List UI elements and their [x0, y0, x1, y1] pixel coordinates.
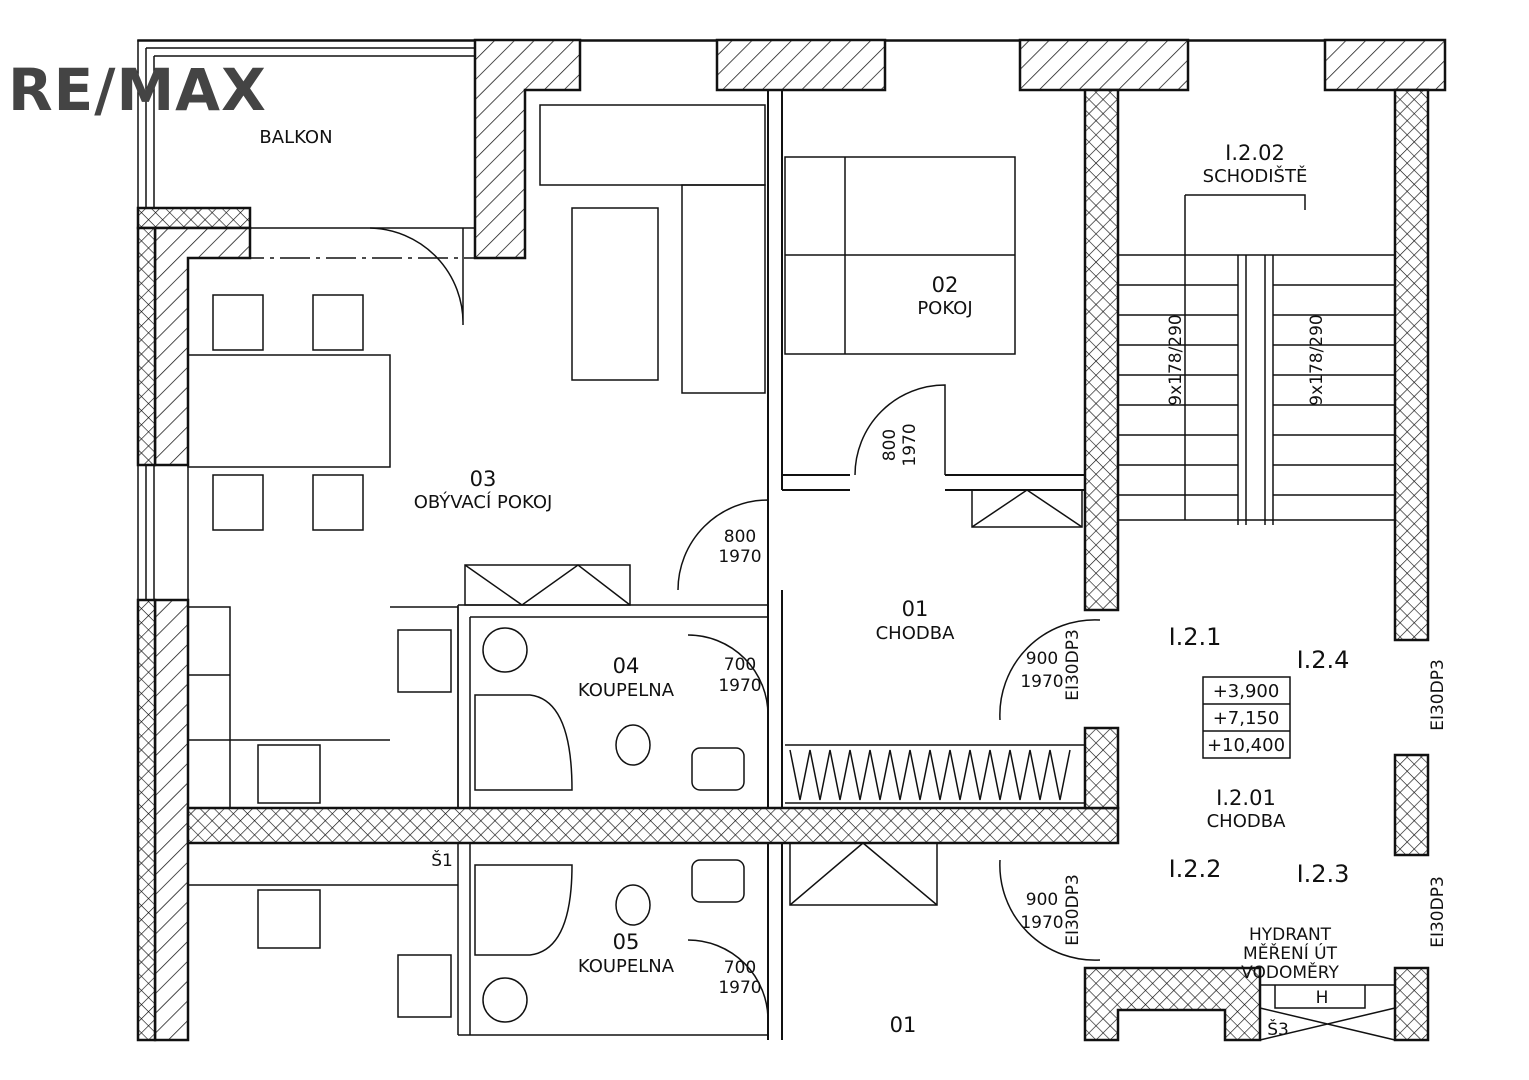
door-height: 1970 — [1020, 672, 1063, 692]
door-width: 700 — [724, 958, 756, 978]
door-width: 900 — [1026, 890, 1058, 910]
door-rating: EI30DP3 — [1063, 629, 1083, 701]
hallway-label: CHODBA — [876, 623, 955, 644]
unit-label: I.2.2 — [1169, 855, 1222, 883]
bath04-number: 04 — [613, 654, 640, 678]
bottom-room-number: 01 — [890, 1013, 917, 1037]
door-height: 1970 — [900, 423, 920, 466]
living-label: OBÝVACÍ POKOJ — [414, 491, 553, 513]
unit-label: I.2.3 — [1297, 860, 1350, 888]
staircase-label: SCHODIŠTĚ — [1203, 165, 1308, 187]
utility-label: HYDRANT — [1249, 925, 1332, 945]
room-labels: BALKON 03 OBÝVACÍ POKOJ 02 POKOJ 01 CHOD… — [259, 127, 1448, 1040]
balcony-label: BALKON — [259, 127, 332, 148]
door-height: 1970 — [718, 547, 761, 567]
door-height: 1970 — [1020, 913, 1063, 933]
living-number: 03 — [470, 467, 497, 491]
shaft-s1-label: Š1 — [431, 849, 453, 871]
corridor-label: CHODBA — [1207, 811, 1286, 832]
utility-label: MĚŘENÍ ÚT — [1243, 942, 1338, 964]
unit-label: I.2.4 — [1297, 646, 1350, 674]
hallway-number: 01 — [902, 597, 929, 621]
shaft-h-label: H — [1316, 988, 1329, 1008]
level-value: +10,400 — [1207, 735, 1285, 756]
door-width: 900 — [1026, 649, 1058, 669]
building-outline — [137, 39, 1446, 1041]
level-table: +3,900 +7,150 +10,400 — [1202, 676, 1291, 759]
door-width: 700 — [724, 655, 756, 675]
door-rating: EI30DP3 — [1063, 874, 1083, 946]
bath05-number: 05 — [613, 930, 640, 954]
unit-label: I.2.1 — [1169, 623, 1222, 651]
door-rating: EI30DP3 — [1428, 659, 1448, 731]
stair-dimension: 9x178/290 — [1166, 314, 1186, 406]
stair-dimension: 9x178/290 — [1307, 314, 1327, 406]
door-height: 1970 — [718, 676, 761, 696]
level-value: +3,900 — [1213, 681, 1280, 702]
bedroom-label: POKOJ — [917, 298, 972, 319]
walls — [136, 38, 1447, 1042]
door-height: 1970 — [718, 978, 761, 998]
bath04-label: KOUPELNA — [578, 680, 675, 701]
corridor-number: I.2.01 — [1216, 786, 1276, 810]
utility-label: VODOMĚRY — [1241, 961, 1339, 983]
door-width: 800 — [724, 527, 756, 547]
door-width: 800 — [880, 429, 900, 461]
staircase-number: I.2.02 — [1225, 141, 1285, 165]
level-value: +7,150 — [1213, 708, 1280, 729]
bedroom-number: 02 — [932, 273, 959, 297]
shaft-s3-label: Š3 — [1267, 1018, 1289, 1040]
door-rating: EI30DP3 — [1428, 876, 1448, 948]
bath05-label: KOUPELNA — [578, 956, 675, 977]
remax-logo: RE/MAX — [8, 56, 267, 124]
